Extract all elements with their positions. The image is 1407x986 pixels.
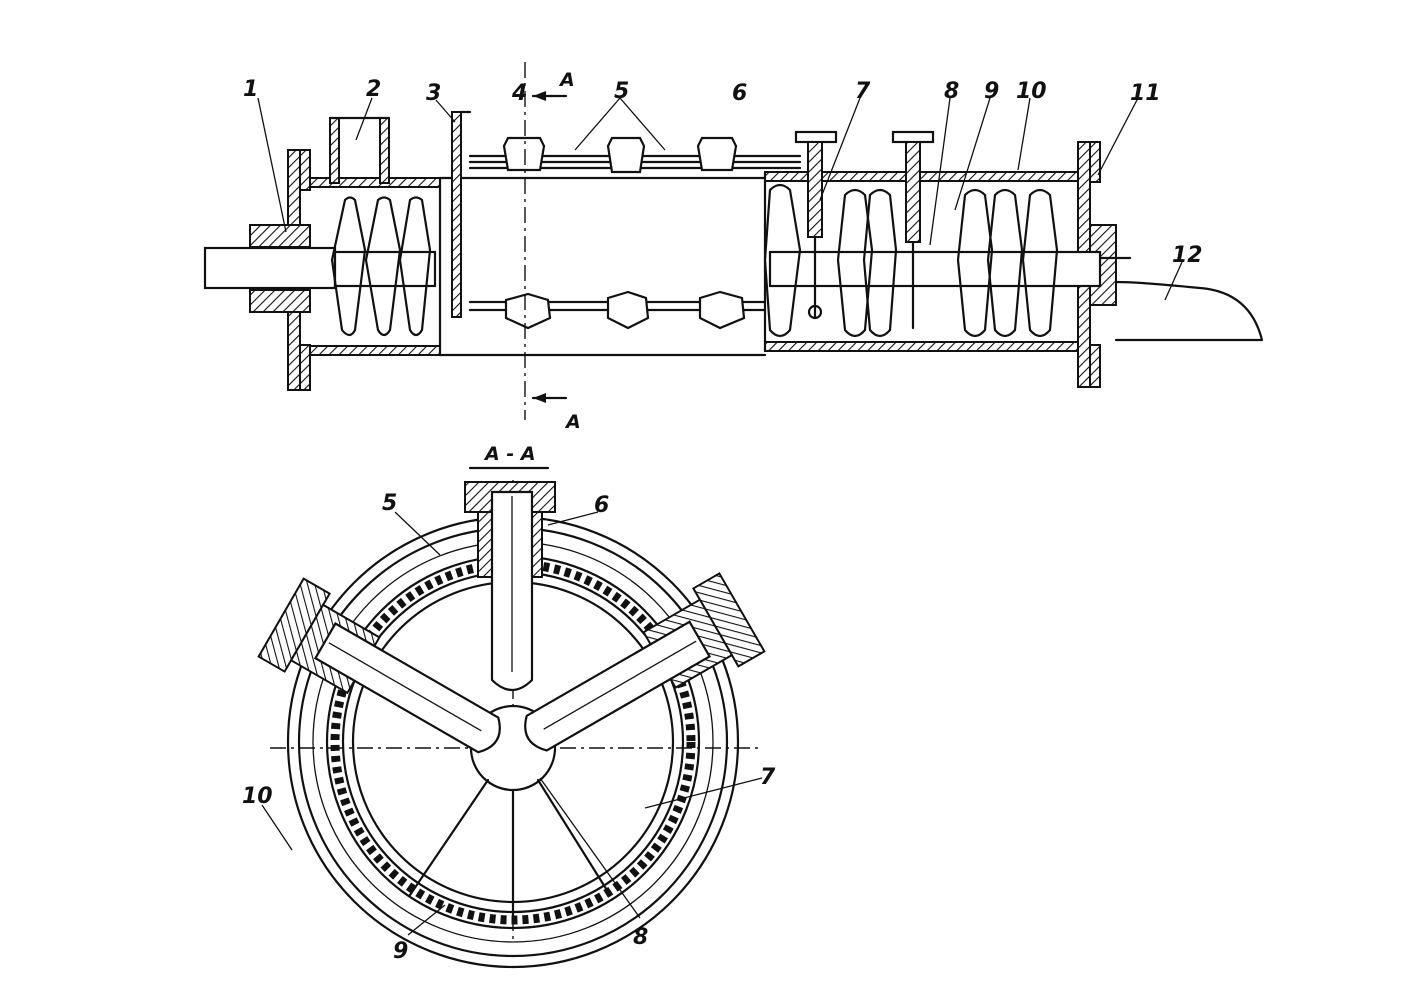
label-part-12: 12 (1172, 243, 1203, 268)
left-screw-flights (330, 196, 432, 337)
label-section-6: 6 (594, 493, 609, 518)
label-part-5: 5 (614, 79, 629, 104)
label-part-9: 9 (984, 79, 999, 104)
leader-lines-top (257, 97, 1183, 301)
screw-shaft (203, 246, 1132, 290)
label-part-10: 10 (1016, 79, 1047, 104)
label-part-7: 7 (855, 79, 871, 104)
feed-hopper (328, 116, 391, 184)
label-section-arrow-top: A (558, 69, 575, 91)
leader-lines-section (261, 511, 763, 936)
probe-lower-right (257, 577, 501, 754)
section-cut-line (524, 62, 568, 420)
label-part-3: 3 (426, 81, 441, 106)
label-section-5: 5 (382, 491, 397, 516)
label-part-1: 1 (243, 77, 258, 102)
label-part-4: 4 (511, 81, 527, 106)
plate-3 (451, 110, 472, 318)
label-section-arrow-bottom: A (564, 411, 581, 433)
label-part-6: 6 (732, 81, 747, 106)
probe-7 (794, 130, 838, 320)
probe-top (464, 481, 556, 692)
label-part-8: 8 (944, 79, 959, 104)
longitudinal-section: 1 2 3 4 5 6 7 8 9 10 11 12 A A (203, 62, 1264, 433)
probe-8 (891, 130, 935, 330)
probe-lower-left (524, 572, 766, 752)
right-screw-flights (763, 183, 1059, 338)
bolt-heads-top (502, 136, 738, 174)
label-part-2: 2 (366, 77, 381, 102)
label-section-10: 10 (242, 784, 273, 809)
label-part-11: 11 (1130, 81, 1161, 106)
radial-dividers (408, 778, 612, 920)
label-section-9: 9 (393, 939, 408, 964)
bolt-heads-bottom (504, 290, 746, 330)
label-section-8: 8 (633, 925, 648, 950)
barrel-shell (299, 170, 1086, 357)
cross-section-a-a: A - A (242, 443, 776, 969)
die-12 (1114, 280, 1264, 342)
label-section-7: 7 (760, 765, 776, 790)
section-title: A - A (483, 443, 536, 465)
